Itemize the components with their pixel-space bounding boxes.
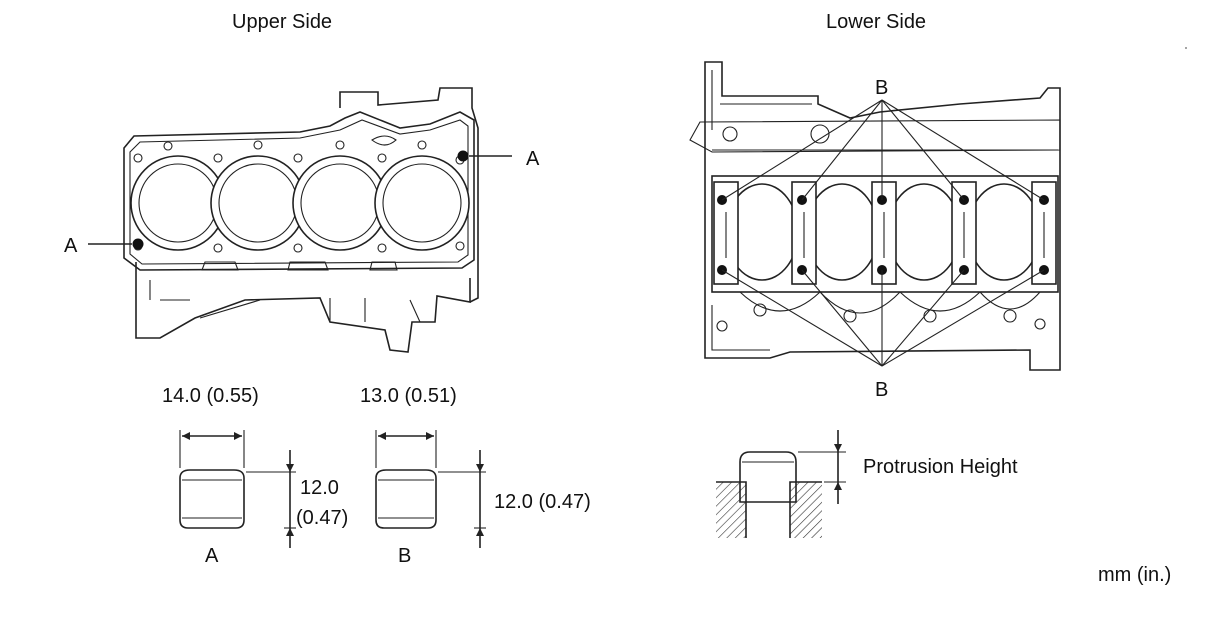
knock-pin-a-right [457, 150, 469, 162]
lower-side-block [689, 61, 1061, 371]
upper-side-title: Upper Side [232, 11, 333, 33]
pin-a-height-value: 12.0 [300, 477, 339, 499]
protrusion-height-label: Protrusion Height [863, 456, 1018, 478]
label-b-bottom: B [875, 379, 889, 401]
pin-a-height-inch: (0.47) [296, 507, 349, 529]
pin-a-caption: A [205, 545, 219, 567]
pin-a-diameter: 14.0 (0.55) [162, 385, 259, 407]
pin-b-drawing [375, 430, 486, 548]
lower-side-title: Lower Side [826, 11, 927, 33]
label-a-right: A [526, 148, 540, 170]
pin-b-caption: B [398, 545, 412, 567]
knock-pin-a-left [132, 238, 144, 250]
units-label: mm (in.) [1098, 564, 1172, 586]
pin-a-drawing [179, 430, 296, 548]
pin-b-height: 12.0 (0.47) [494, 491, 591, 513]
protrusion-drawing [716, 430, 846, 538]
label-a-left: A [64, 235, 78, 257]
upper-side-block [88, 87, 512, 353]
label-b-top: B [875, 77, 889, 99]
pin-b-diameter: 13.0 (0.51) [360, 385, 457, 407]
